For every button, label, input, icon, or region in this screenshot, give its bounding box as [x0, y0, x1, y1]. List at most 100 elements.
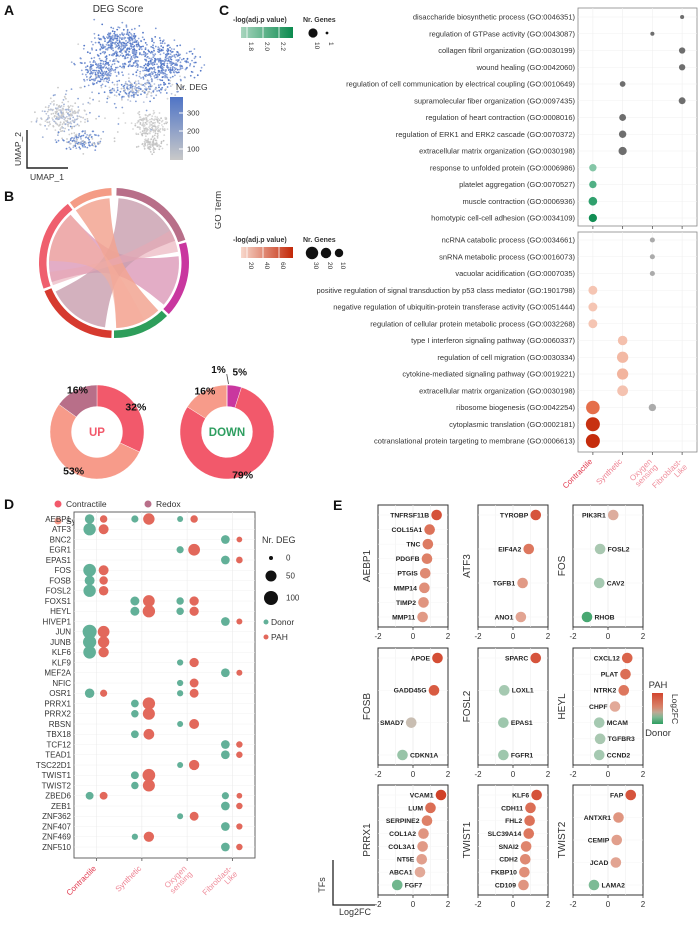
gene-label: CEMIP: [588, 837, 610, 844]
gene-label: TGFBR3: [608, 736, 635, 743]
gene-label: EIF4A2: [498, 546, 521, 553]
go-term-label: vacuolar acidification (GO:0007035): [455, 269, 575, 278]
tf-dot-donor: [177, 690, 184, 697]
go-term-label: muscle contraction (GO:0006936): [462, 197, 575, 206]
gene-label: EPAS1: [511, 720, 533, 727]
tf-row-label: AEBP1: [45, 515, 71, 524]
target-panel-tf-label: ATF3: [462, 554, 473, 578]
gene-dot: [414, 866, 426, 878]
tf-dot-donor: [131, 699, 139, 708]
go-dot: [649, 237, 655, 243]
gene-label: VCAM1: [410, 792, 434, 799]
tf-dot-donor: [83, 635, 97, 649]
go-dot: [616, 351, 629, 363]
gene-label: CAV2: [607, 580, 625, 587]
tf-dot-pah: [236, 792, 243, 799]
gene-label: FKBP10: [491, 870, 517, 877]
tf-row-label: ZNF510: [42, 843, 71, 852]
tf-dot-donor: [130, 606, 140, 616]
log2fc-axis-label: Log2FC: [339, 907, 372, 917]
gene-dot: [405, 717, 417, 728]
go-term-label: regulation of heart contraction (GO:0008…: [426, 113, 576, 122]
go-term-label: snRNA metabolic process (GO:0016073): [439, 252, 575, 261]
donut-slice: [49, 404, 140, 480]
gene-dot: [588, 879, 600, 891]
tf-dot-pah: [188, 759, 200, 771]
tf-dot-donor: [221, 535, 230, 544]
tf-row-label: FOS: [55, 566, 71, 575]
target-x-tick: 2: [641, 770, 646, 779]
tf-dotplot: AEBP1ATF3BNC2EGR1EPAS1FOSFOSBFOSL2FOXS1H…: [36, 511, 256, 861]
gene-dot: [523, 828, 535, 839]
gene-dot: [419, 567, 431, 579]
gene-dot: [621, 652, 633, 664]
tf-dot-donor: [177, 813, 184, 820]
gene-dot: [425, 802, 436, 814]
target-panel-aebp1: AEBP1TNFRSF11BCOL15A1TNCPDGFBPTGISMMP14T…: [362, 504, 451, 641]
donut-center-label: DOWN: [209, 427, 245, 439]
tf-dot-donor: [221, 801, 230, 811]
gene-label: SPARC: [505, 655, 528, 662]
umap-legend-gradient: [170, 97, 183, 160]
go-term-label: regulation of cellular protein metabolic…: [370, 319, 575, 328]
gene-dot: [517, 577, 528, 589]
gene-dot: [419, 582, 430, 594]
tf-row-label: TBX18: [47, 730, 72, 739]
tf-row-label: ZBED6: [45, 792, 71, 801]
tf-row-label: FOXS1: [45, 597, 72, 606]
legend-log2fc-label: Log2FC: [670, 694, 680, 724]
legend-size-tick: 10: [339, 262, 346, 270]
legend-label: Contractile: [66, 499, 107, 509]
go-term-label: type I interferon signaling pathway (GO:…: [411, 336, 575, 345]
chord-arc: [69, 188, 112, 209]
tf-dot-donor: [84, 514, 95, 524]
gene-label: TIMP2: [396, 600, 416, 607]
legend-dot: [54, 517, 62, 525]
tfs-axis: [332, 860, 375, 906]
go-dot: [680, 14, 685, 20]
donut-center-label: UP: [89, 427, 105, 439]
tf-dot-pah: [143, 513, 155, 525]
gene-label: FGFR1: [511, 752, 533, 759]
umap-legend-tick: 300: [187, 109, 200, 118]
tf-row-label: OSR1: [49, 689, 71, 698]
tf-dot-donor: [131, 710, 139, 718]
legend-pval-tick: 40: [263, 262, 270, 270]
panel-e-target-genes: AEBP1TNFRSF11BCOL15A1TNCPDGFBPTGISMMP14T…: [317, 504, 680, 917]
tf-row-label: ATF3: [52, 525, 72, 534]
gene-label: CHPF: [589, 704, 608, 711]
panel-b-chord-donuts: 32%53%16%UP5%79%16%1%DOWNContractileSynt…: [38, 188, 275, 526]
go-x-category-label: Synthetic: [594, 457, 624, 487]
tf-dot-pah: [236, 802, 243, 810]
legend-pval-tick: 20: [247, 262, 254, 270]
gene-label: GADD45G: [394, 688, 427, 695]
legend-gradient-bar: [652, 693, 663, 724]
legend-size-dot: [334, 248, 344, 258]
gene-dot: [530, 652, 542, 664]
gene-dot: [607, 509, 619, 521]
tf-dot-pah: [189, 657, 199, 668]
target-x-tick: 2: [546, 632, 551, 641]
gene-label: ABCA1: [389, 870, 413, 877]
tf-legend-size-tick: 100: [286, 594, 300, 603]
tf-dot-pah: [99, 791, 108, 800]
tf-dot-donor: [83, 523, 96, 536]
go-dot: [588, 302, 598, 312]
panel-d-tf-dotplot: AEBP1ATF3BNC2EGR1EPAS1FOSFOSBFOSL2FOXS1H…: [36, 511, 300, 897]
gene-label: MCAM: [607, 720, 628, 727]
chord-arc: [116, 188, 186, 243]
gene-label: RHOB: [595, 614, 615, 621]
go-dot: [619, 114, 627, 121]
go-dot: [617, 385, 629, 397]
gene-dot: [431, 509, 442, 521]
tf-x-category-label: Synthetic: [114, 864, 144, 894]
go-dot: [678, 64, 686, 71]
target-x-tick: -2: [374, 900, 382, 909]
go-dot: [649, 254, 655, 260]
target-x-tick: -2: [374, 632, 382, 641]
tf-legend-series-dot: [263, 634, 269, 640]
tf-dot-pah: [142, 768, 156, 782]
donut-pct-label: 16%: [67, 384, 89, 396]
